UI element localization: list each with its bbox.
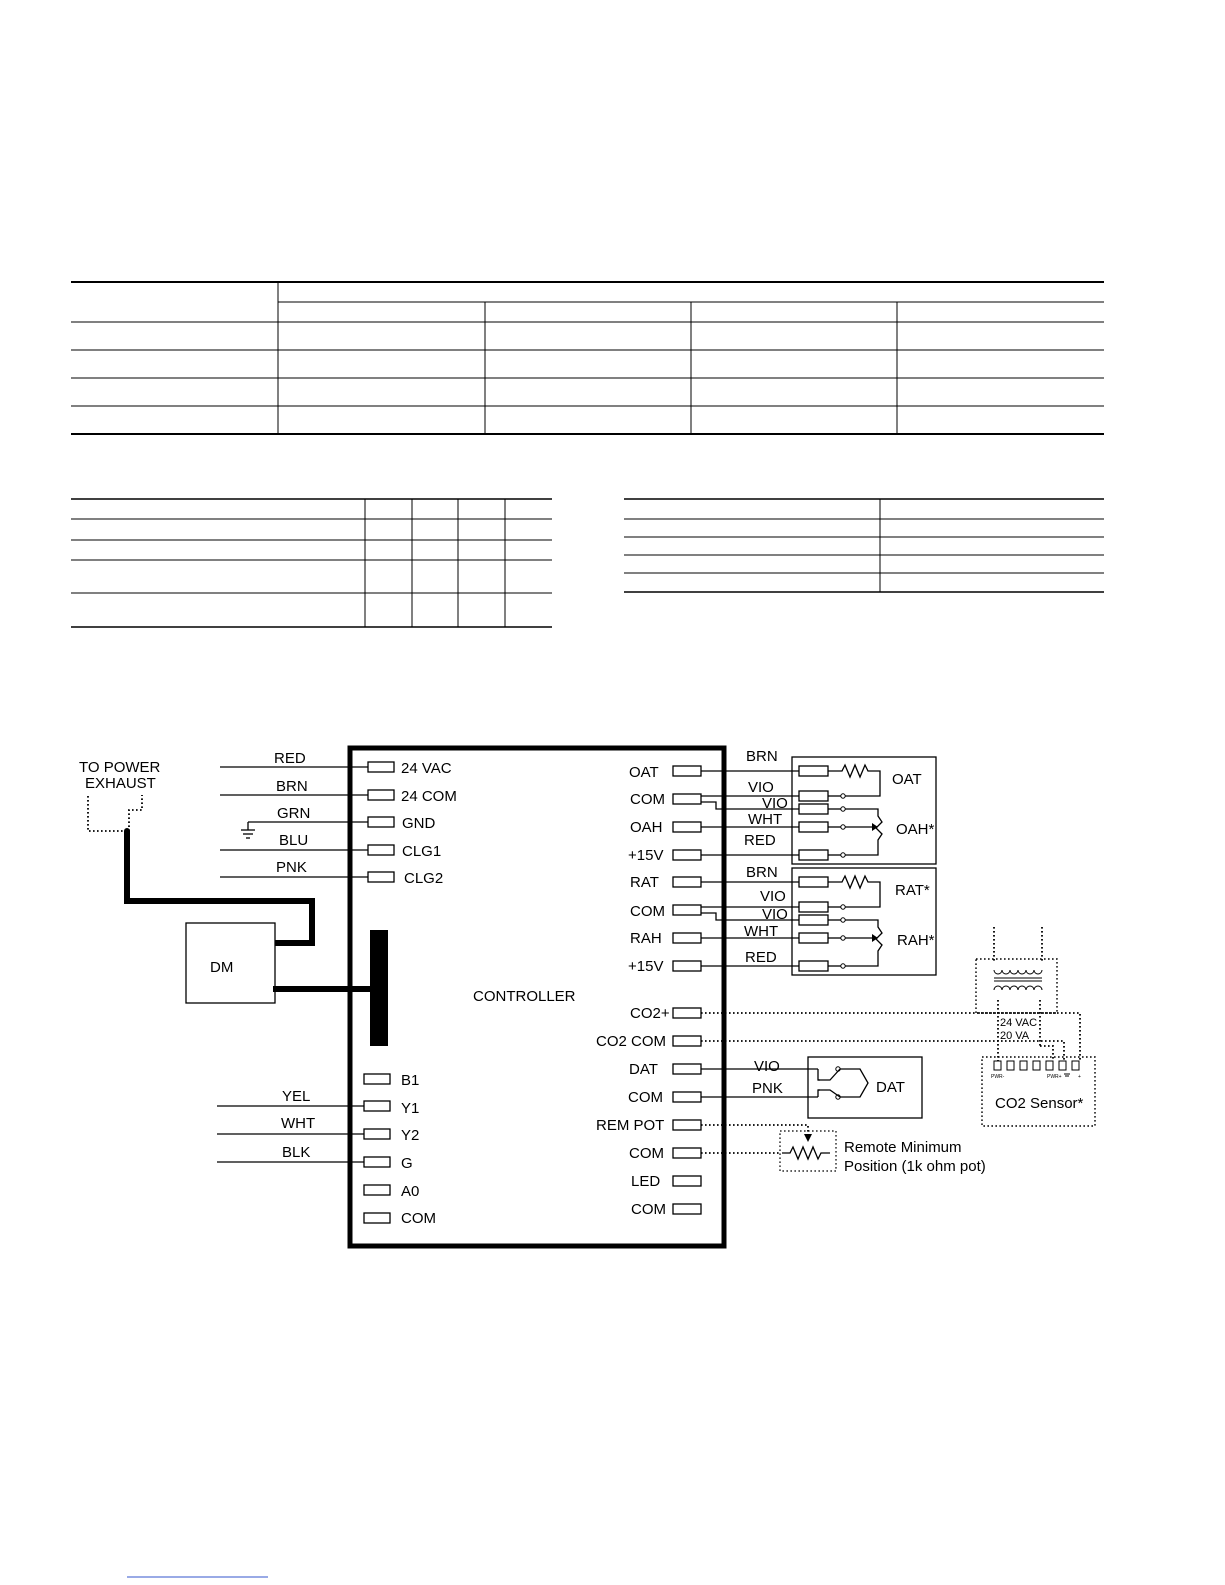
ra-wire-brn: BRN (746, 864, 778, 881)
terminal-24vac: 24 VAC (401, 760, 452, 777)
return-air-sensor (701, 867, 937, 976)
terminal-com-5: COM (631, 1201, 666, 1218)
ra-wire-red: RED (745, 949, 777, 966)
terminal-led: LED (631, 1173, 660, 1190)
oa-wire-vio-2: VIO (762, 795, 788, 812)
wire-label-yel: YEL (282, 1088, 310, 1105)
co2-pin-pwr-plus: PWR+ (1047, 1074, 1062, 1080)
terminal-com-4: COM (629, 1145, 664, 1162)
terminal-g: G (401, 1155, 413, 1172)
terminal-a0: A0 (401, 1183, 419, 1200)
power-exhaust-cable (124, 831, 315, 946)
terminal-co2-com: CO2 COM (596, 1033, 666, 1050)
terminal-y2: Y2 (401, 1127, 419, 1144)
terminal-rem-pot: REM POT (596, 1117, 664, 1134)
transformer (975, 927, 1058, 1062)
remote-potentiometer (701, 1124, 837, 1172)
co2-signal-lines (701, 1012, 1081, 1060)
ra-wire-vio-2: VIO (762, 906, 788, 923)
terminal-clg2: CLG2 (404, 870, 443, 887)
oa-wire-brn: BRN (746, 748, 778, 765)
terminal-b1: B1 (401, 1072, 419, 1089)
terminal-15v-2: +15V (628, 958, 663, 975)
left-lower-wiring (217, 1073, 391, 1224)
terminal-com-2: COM (630, 903, 665, 920)
terminal-gnd: GND (402, 815, 436, 832)
controller-label: CONTROLLER (473, 988, 576, 1005)
table-right (624, 498, 1104, 593)
table-top (71, 281, 1104, 435)
terminal-y1: Y1 (401, 1100, 419, 1117)
co2-pin-plus: + (1078, 1074, 1081, 1080)
oah-label: OAH* (896, 821, 935, 838)
terminal-oat: OAT (629, 764, 659, 781)
ra-wire-vio-1: VIO (760, 888, 786, 905)
terminal-co2-plus: CO2+ (630, 1005, 670, 1022)
terminal-15v-1: +15V (628, 847, 663, 864)
terminal-clg1: CLG1 (402, 843, 441, 860)
transformer-label-2: 20 VA (1000, 1030, 1030, 1042)
power-exhaust-plug (87, 795, 143, 832)
wire-label-grn: GRN (277, 805, 310, 822)
damper-label: DM (210, 959, 233, 976)
wire-label-blu: BLU (279, 832, 308, 849)
terminal-com-3: COM (628, 1089, 663, 1106)
dat-label: DAT (876, 1079, 905, 1096)
wire-label-blk: BLK (282, 1144, 310, 1161)
oa-wire-wht: WHT (748, 811, 782, 828)
wire-label-wht: WHT (281, 1115, 315, 1132)
dat-wire-vio: VIO (754, 1058, 780, 1075)
power-exhaust-label-1: TO POWER (79, 759, 161, 776)
oa-wire-vio-1: VIO (748, 779, 774, 796)
co2-sensor-label: CO2 Sensor* (995, 1095, 1084, 1112)
wire-label-brn: BRN (276, 778, 308, 795)
wire-label-red: RED (274, 750, 306, 767)
co2-sensor (981, 1056, 1096, 1127)
rah-label: RAH* (897, 932, 935, 949)
wire-label-pnk: PNK (276, 859, 307, 876)
table-left (71, 498, 552, 628)
remote-pot-label-2: Position (1k ohm pot) (844, 1158, 986, 1175)
terminal-rah: RAH (630, 930, 662, 947)
terminal-oah: OAH (630, 819, 663, 836)
bus-bar (370, 930, 388, 1046)
rat-label: RAT* (895, 882, 930, 899)
controller-box (347, 745, 727, 1249)
terminal-rat: RAT (630, 874, 659, 891)
left-upper-wiring (220, 761, 395, 883)
power-exhaust-label-2: EXHAUST (85, 775, 156, 792)
discharge-air-sensor (701, 1056, 923, 1119)
outside-air-sensor (701, 756, 937, 865)
oa-wire-red: RED (744, 832, 776, 849)
oat-label: OAT (892, 771, 922, 788)
power-exhaust-node (124, 828, 130, 834)
ra-wire-wht: WHT (744, 923, 778, 940)
co2-pin-pwr-minus: PWR- (991, 1074, 1005, 1080)
remote-pot-label-1: Remote Minimum (844, 1139, 962, 1156)
dat-wire-pnk: PNK (752, 1080, 783, 1097)
terminal-24com: 24 COM (401, 788, 457, 805)
terminal-com-left: COM (401, 1210, 436, 1227)
damper-box (185, 922, 276, 1004)
terminal-com-1: COM (630, 791, 665, 808)
transformer-label-1: 24 VAC (1000, 1017, 1037, 1029)
terminal-dat: DAT (629, 1061, 658, 1078)
right-terminal-blocks (672, 765, 702, 1215)
